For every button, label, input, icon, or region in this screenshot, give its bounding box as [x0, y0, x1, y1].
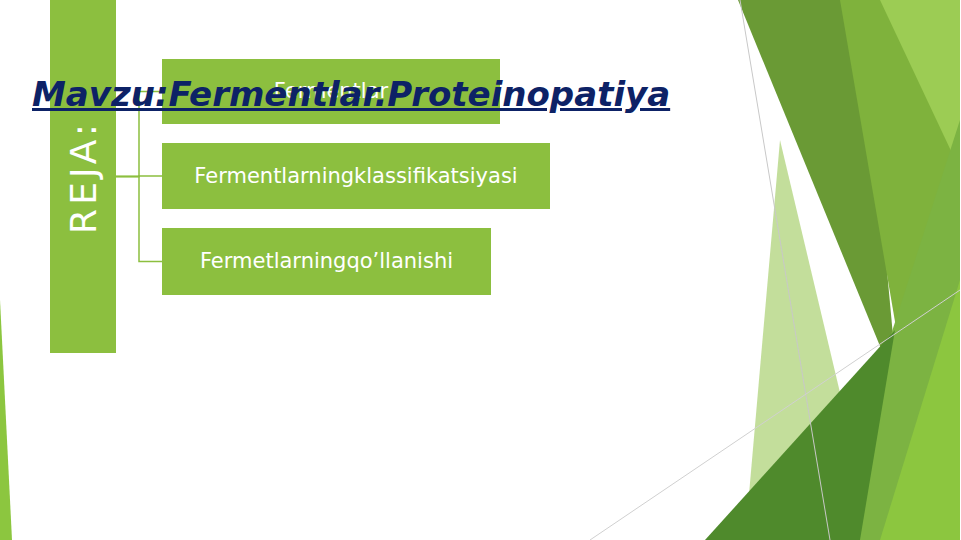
box-label: Fermentlarningklassifikatsiyasi	[190, 164, 521, 189]
box-label: Fermetlarningqo’llanishi	[196, 249, 457, 274]
plan-box: Fermentlarningklassifikatsiyasi	[162, 143, 550, 209]
slide-title: Mavzu:Fermentlar.Proteinopatiya	[32, 74, 670, 114]
thin-line	[740, 0, 830, 540]
green-shard	[880, 280, 960, 540]
thin-line	[590, 290, 960, 540]
plan-box: Fermetlarningqo’llanishi	[162, 228, 491, 295]
band-label: REJA:	[63, 120, 104, 234]
tree-connector	[116, 177, 162, 262]
left-sliver	[0, 300, 12, 540]
green-shard	[880, 0, 960, 170]
plan-band: REJA:	[50, 0, 116, 353]
